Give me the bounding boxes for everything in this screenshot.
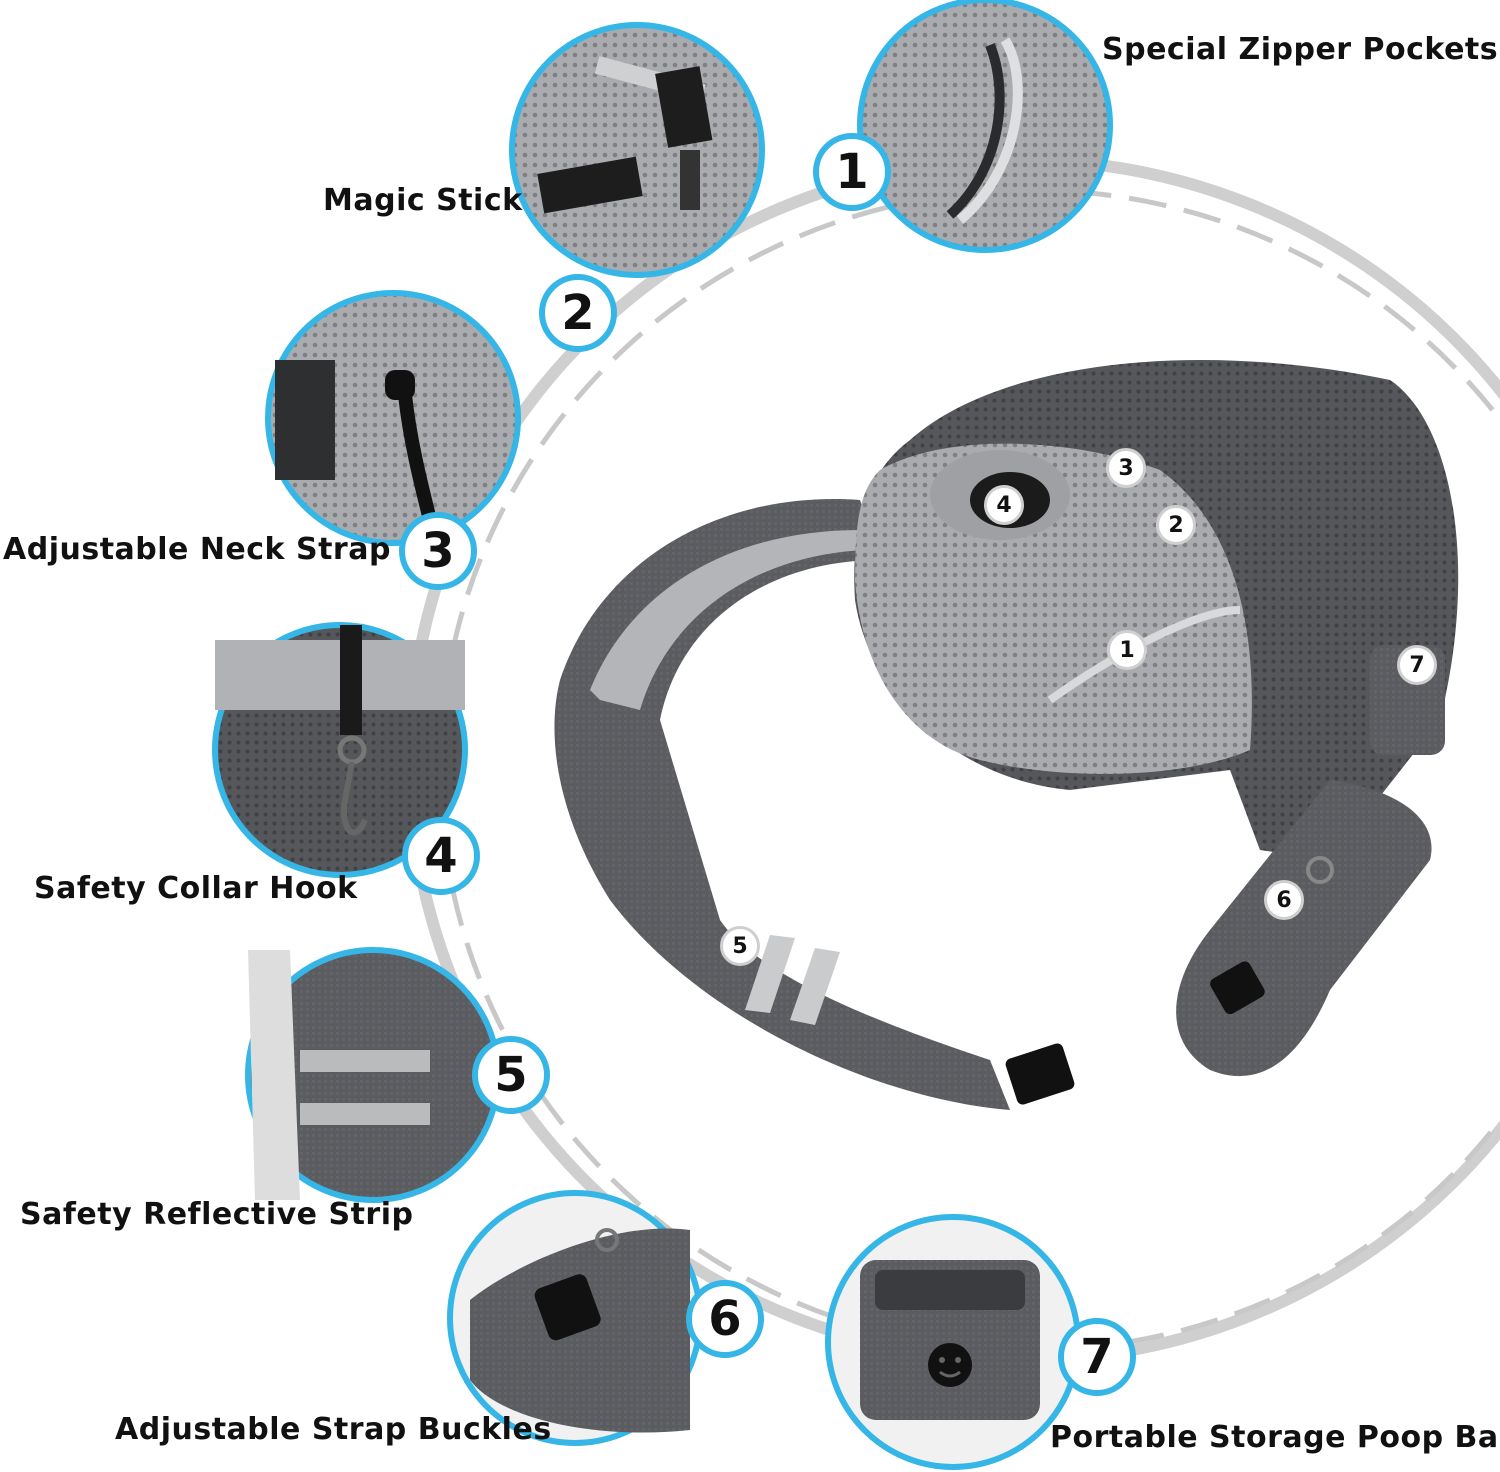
- strap-mesh-edge: [590, 530, 865, 710]
- product-marker-4: 4: [984, 485, 1024, 525]
- product-marker-3: 3: [1106, 448, 1146, 488]
- callout-number-4: 4: [402, 817, 480, 895]
- product-marker-2: 2: [1156, 505, 1196, 545]
- detail-photo-3: [265, 290, 521, 546]
- detail-photo-7: [825, 1214, 1081, 1470]
- detail-photo-4: [212, 622, 468, 878]
- product-marker-1: 1: [1107, 630, 1147, 670]
- zipper-pocket-seam: [1047, 606, 1241, 704]
- product-marker-5: 5: [720, 926, 760, 966]
- callout-label-special-zipper-pockets: Special Zipper Pockets: [1102, 32, 1499, 67]
- detail-photo-1: [857, 0, 1113, 253]
- callout-label-adjustable-neck-strap: Adjustable Neck Strap: [3, 532, 391, 567]
- product-marker-6: 6: [1264, 880, 1304, 920]
- detail-photo-2: [509, 22, 765, 278]
- callout-number-7: 7: [1058, 1318, 1136, 1396]
- right-strap-buckle: [1210, 961, 1265, 1015]
- callout-number-3: 3: [399, 512, 477, 590]
- reflective-strip-b: [790, 948, 840, 1025]
- callout-label-portable-storage-poop-bag: Portable Storage Poop Bag: [1050, 1420, 1500, 1455]
- callout-number-2: 2: [539, 274, 617, 352]
- d-ring: [1306, 856, 1334, 884]
- callout-label-safety-collar-hook: Safety Collar Hook: [34, 871, 358, 906]
- callout-number-5: 5: [472, 1036, 550, 1114]
- callout-label-safety-reflective-strip: Safety Reflective Strip: [20, 1197, 414, 1232]
- reflective-strip-a: [745, 935, 795, 1013]
- product-marker-7: 7: [1397, 645, 1437, 685]
- shoulder-strap: [554, 499, 1010, 1110]
- detail-photo-5: [245, 947, 501, 1203]
- callout-label-magic-stick: Magic Stick: [323, 183, 523, 218]
- left-strap-buckle: [1005, 1043, 1075, 1105]
- callout-number-6: 6: [686, 1280, 764, 1358]
- callout-number-1: 1: [813, 133, 891, 211]
- detail-photo-6: [447, 1190, 703, 1446]
- callout-label-adjustable-strap-buckles: Adjustable Strap Buckles: [115, 1412, 552, 1447]
